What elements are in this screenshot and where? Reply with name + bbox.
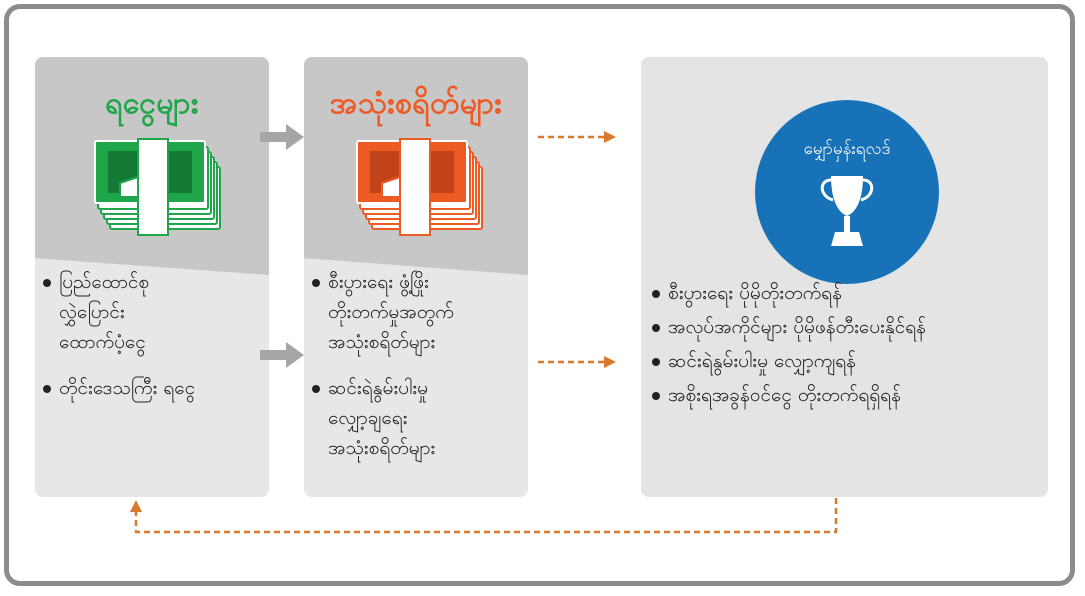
- outcomes-bullet: စီးပွားရေး ပိုမိုတိုးတက်ရန်: [652, 278, 1042, 308]
- dashed-arrow-right-icon: [538, 356, 616, 368]
- expenditure-bullets: စီးပွားရေး ဖွံ့ဖြိုး တိုးတက်မှုအတွက် အသု…: [312, 267, 526, 479]
- outcomes-bullets: စီးပွားရေး ပိုမိုတိုးတက်ရန် အလုပ်အကိုင်မ…: [652, 278, 1042, 414]
- expenditure-panel: အသုံးစရိတ်များ စီးပွားရေး ဖွံ့ဖြိုး တိုး…: [304, 57, 528, 497]
- money-stack-icon: [356, 138, 483, 236]
- revenue-title: ရငွေများ: [105, 86, 199, 121]
- trophy-icon: [820, 176, 874, 246]
- outcomes-bullet: အစိုးရအခွန်ဝင်ငွေ တိုးတက်ရရှိရန်: [652, 380, 1042, 410]
- arrow-right-icon: [260, 342, 304, 368]
- outcomes-bullet: အလုပ်အကိုင်များ ပိုမိုဖန်တီးပေးနိုင်ရန်: [652, 312, 1042, 342]
- revenue-bullet: ပြည်ထောင်စု လွှဲပြောင်း ထောက်ပံ့ငွေ: [43, 267, 263, 357]
- revenue-bullet: တိုင်းဒေသကြီး ရငွေ: [43, 373, 263, 403]
- revenue-bullets: ပြည်ထောင်စု လွှဲပြောင်း ထောက်ပံ့ငွေ တိုင…: [43, 267, 263, 419]
- outcomes-badge-label: မျှော်မှန်းရလဒ်: [803, 139, 891, 159]
- dashed-arrow-right-icon: [538, 131, 616, 143]
- outcomes-badge: မျှော်မှန်းရလဒ်: [755, 100, 939, 284]
- arrow-right-icon: [260, 124, 304, 150]
- expenditure-bullet: စီးပွားရေး ဖွံ့ဖြိုး တိုးတက်မှုအတွက် အသု…: [312, 267, 526, 357]
- outcomes-bullet: ဆင်းရဲနွမ်းပါးမှု လျှော့ကျရန်: [652, 346, 1042, 376]
- money-stack-icon: [94, 138, 221, 236]
- expenditure-title: အသုံးစရိတ်များ: [329, 86, 503, 121]
- revenue-panel: ရငွေများ ပြည်ထောင်စု လွှဲပြောင်း ထောက်ပံ…: [35, 57, 269, 497]
- expenditure-bullet: ဆင်းရဲနွမ်းပါးမှု လျှော့ချရေး အသုံးစရိတ်…: [312, 373, 526, 463]
